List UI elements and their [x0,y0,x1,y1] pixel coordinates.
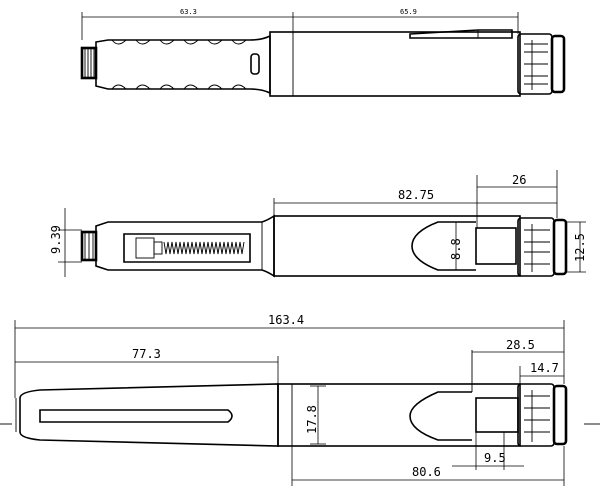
dim-window-height: 8.8 [449,238,463,260]
dim-body-diameter: 17.8 [305,405,319,434]
dim-window-length: 26 [512,173,526,187]
dim-knob-length: 14.7 [530,361,559,375]
dim-cap-length-bottom: 77.3 [132,347,161,361]
dim-window-width: 9.5 [484,451,506,465]
top-thread-lines [84,48,95,78]
middle-view: 82.75 26 9.39 8.8 [49,170,587,278]
dim-knob-diameter: 12.5 [573,233,587,262]
dim-total-length: 163.4 [268,313,304,327]
dim-tip-diameter: 9.39 [49,225,63,254]
dim-left-length: 63.3 [180,8,197,16]
dim-body-length: 80.6 [412,465,441,479]
bottom-view: 163.4 77.3 17.8 9.5 [0,313,600,486]
dim-window-section: 28.5 [506,338,535,352]
middle-spring [163,241,245,255]
dim-right-length: 65.9 [400,8,417,16]
dim-cap-length: 82.75 [398,188,434,202]
top-view: 63.3 65.9 [80,8,566,97]
